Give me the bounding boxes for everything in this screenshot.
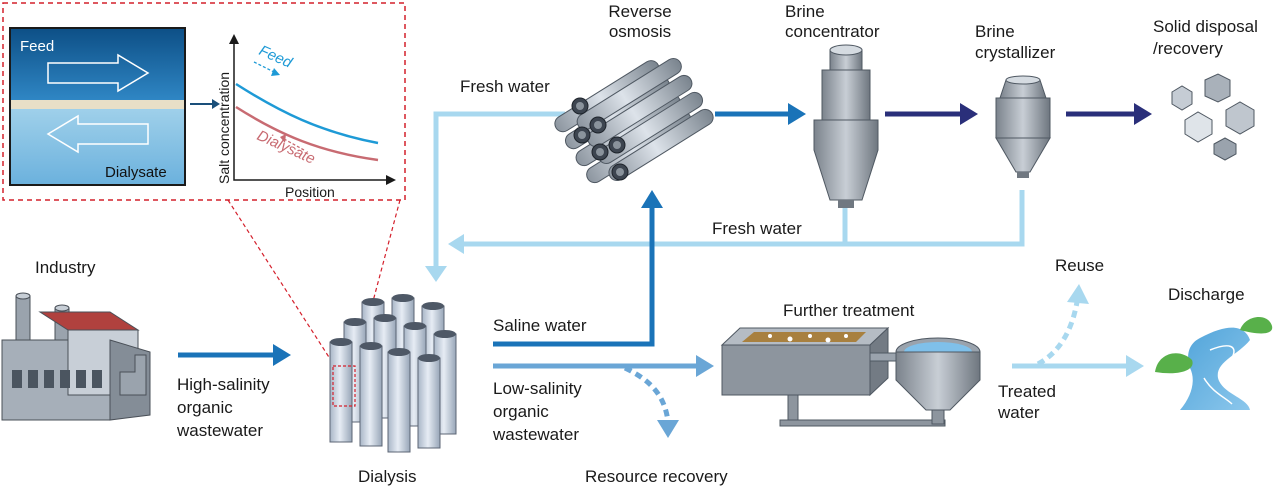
fresh-water-arrowhead-icon xyxy=(425,266,447,282)
industry-label: Industry xyxy=(35,258,96,277)
ro-arrowhead-icon xyxy=(788,103,806,125)
reverse-osmosis-icon xyxy=(554,57,714,184)
feed-curve xyxy=(235,82,379,145)
discharge-arrowhead-icon xyxy=(1126,355,1144,377)
wastewater-label-3: wastewater xyxy=(176,421,263,440)
further-treatment-icon xyxy=(720,326,981,427)
dialysate-curve xyxy=(235,105,379,162)
feed-direction-icon xyxy=(271,68,280,76)
low-salinity-arrowhead-icon xyxy=(696,355,714,377)
dialysis-icon xyxy=(329,294,457,453)
treated-water-label-2: water xyxy=(997,403,1040,422)
inset-link-arrow-icon xyxy=(212,99,220,109)
further-treatment-label: Further treatment xyxy=(783,301,915,320)
wastewater-label-2: organic xyxy=(177,398,233,417)
x-axis-label: Position xyxy=(285,184,335,200)
feed-curve-label: Feed xyxy=(256,42,295,72)
crystallizer-arrowhead-icon xyxy=(1134,103,1152,125)
resource-recovery-arrowhead-icon xyxy=(657,420,679,438)
fresh-water-top-line xyxy=(433,111,565,268)
y-axis-label: Salt concentration xyxy=(216,72,232,184)
dialysate-direction-icon xyxy=(280,134,286,143)
low-salinity-label-2: organic xyxy=(493,402,549,421)
channel-frame xyxy=(9,27,186,186)
feed-label: Feed xyxy=(20,38,54,55)
saline-water-line xyxy=(493,206,655,347)
membrane xyxy=(10,100,185,109)
reverse-osmosis-label-1: Reverse xyxy=(608,2,671,21)
reuse-dashed-line xyxy=(1036,301,1080,367)
wastewater-label-1: High-salinity xyxy=(177,375,270,394)
fresh-water-top-label: Fresh water xyxy=(460,77,550,96)
dialysate-channel xyxy=(10,109,185,185)
brine-concentrator-label-2: concentrator xyxy=(785,22,880,41)
treated-water-label-1: Treated xyxy=(998,382,1056,401)
brine-crystallizer-label-1: Brine xyxy=(975,22,1015,41)
plot-axes xyxy=(233,38,392,181)
industry-icon xyxy=(1,292,151,421)
fresh-water-mid-label: Fresh water xyxy=(712,219,802,238)
dialysate-arrow-icon xyxy=(46,114,149,154)
y-axis-arrowhead-icon xyxy=(229,34,239,44)
brine-crystallizer-label-2: crystallizer xyxy=(975,43,1056,62)
river-icon xyxy=(1155,316,1273,410)
solid-disposal-label-2: /recovery xyxy=(1153,39,1223,58)
reuse-arrowhead-icon xyxy=(1067,284,1089,304)
discharge-label: Discharge xyxy=(1168,285,1245,304)
inset-connector-left xyxy=(227,199,335,366)
solid-disposal-label-1: Solid disposal xyxy=(1153,17,1258,36)
dialysate-label: Dialysate xyxy=(105,164,167,181)
feed-channel xyxy=(10,28,185,100)
dialysis-label: Dialysis xyxy=(358,467,417,486)
inset-dashed-border xyxy=(2,2,406,201)
brine-concentrator-label-1: Brine xyxy=(785,2,825,21)
low-salinity-label-1: Low-salinity xyxy=(493,379,582,398)
x-axis-arrowhead-icon xyxy=(386,175,396,185)
brine-crystallizer-icon xyxy=(995,75,1051,178)
saline-water-label: Saline water xyxy=(493,316,587,335)
inset-panel: Feed Dialysate Salt concentration Positi… xyxy=(2,2,406,201)
fresh-water-return-line xyxy=(462,190,1025,247)
resource-recovery-label: Resource recovery xyxy=(585,467,728,486)
saline-arrowhead-icon xyxy=(641,190,663,208)
crystals-icon xyxy=(1171,73,1255,161)
industry-arrowhead-icon xyxy=(273,344,291,366)
reverse-osmosis-label-2: osmosis xyxy=(609,22,671,41)
concentrator-arrowhead-icon xyxy=(960,103,978,125)
fresh-water-return-arrowhead-icon xyxy=(448,234,464,254)
brine-concentrator-icon xyxy=(813,44,879,208)
resource-recovery-dashed-line xyxy=(623,365,671,423)
reuse-label: Reuse xyxy=(1055,256,1104,275)
dialysis-zoom-marker xyxy=(332,365,356,407)
feed-arrow-icon xyxy=(47,53,150,93)
low-salinity-label-3: wastewater xyxy=(492,425,579,444)
